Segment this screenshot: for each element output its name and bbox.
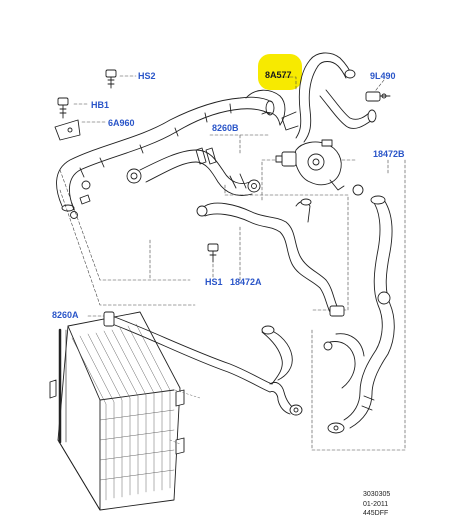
callout-9l490: 9L490 xyxy=(370,71,396,81)
part-highlight xyxy=(258,54,302,90)
radiator xyxy=(49,311,185,511)
callout-hs1: HS1 xyxy=(205,277,223,287)
bracket-6a960 xyxy=(54,119,81,141)
footer-ref: 3030305 xyxy=(363,491,391,498)
leader-8260b xyxy=(209,134,271,156)
bolt-hs2 xyxy=(105,69,117,89)
bolt-hs1 xyxy=(207,243,219,263)
callout-hb1: HB1 xyxy=(91,100,110,110)
callout-6a960: 6A960 xyxy=(108,118,135,128)
hose-8260b xyxy=(126,147,261,196)
hose-18472b xyxy=(323,184,395,434)
callout-8260b: 8260B xyxy=(212,123,239,133)
hose-clips-left xyxy=(70,180,91,219)
callout-18472a: 18472A xyxy=(230,277,262,287)
bolt-hb1 xyxy=(57,97,69,119)
hose-8260a xyxy=(103,311,303,416)
callout-18472b: 18472B xyxy=(373,149,405,159)
callout-hs2: HS2 xyxy=(138,71,156,81)
footer-date: 01-2011 xyxy=(363,501,389,508)
callout-8a577: 8A577 xyxy=(265,70,292,80)
callout-8260a: 8260A xyxy=(52,310,79,320)
radiator-fins xyxy=(71,323,175,501)
leader-8a577 xyxy=(274,76,297,91)
hose-18472a xyxy=(196,198,345,317)
thermostat-housing xyxy=(275,139,345,191)
footer-code: 445DFF xyxy=(363,510,389,517)
hose-8a577 xyxy=(281,52,377,143)
connector-9l490 xyxy=(365,91,391,102)
